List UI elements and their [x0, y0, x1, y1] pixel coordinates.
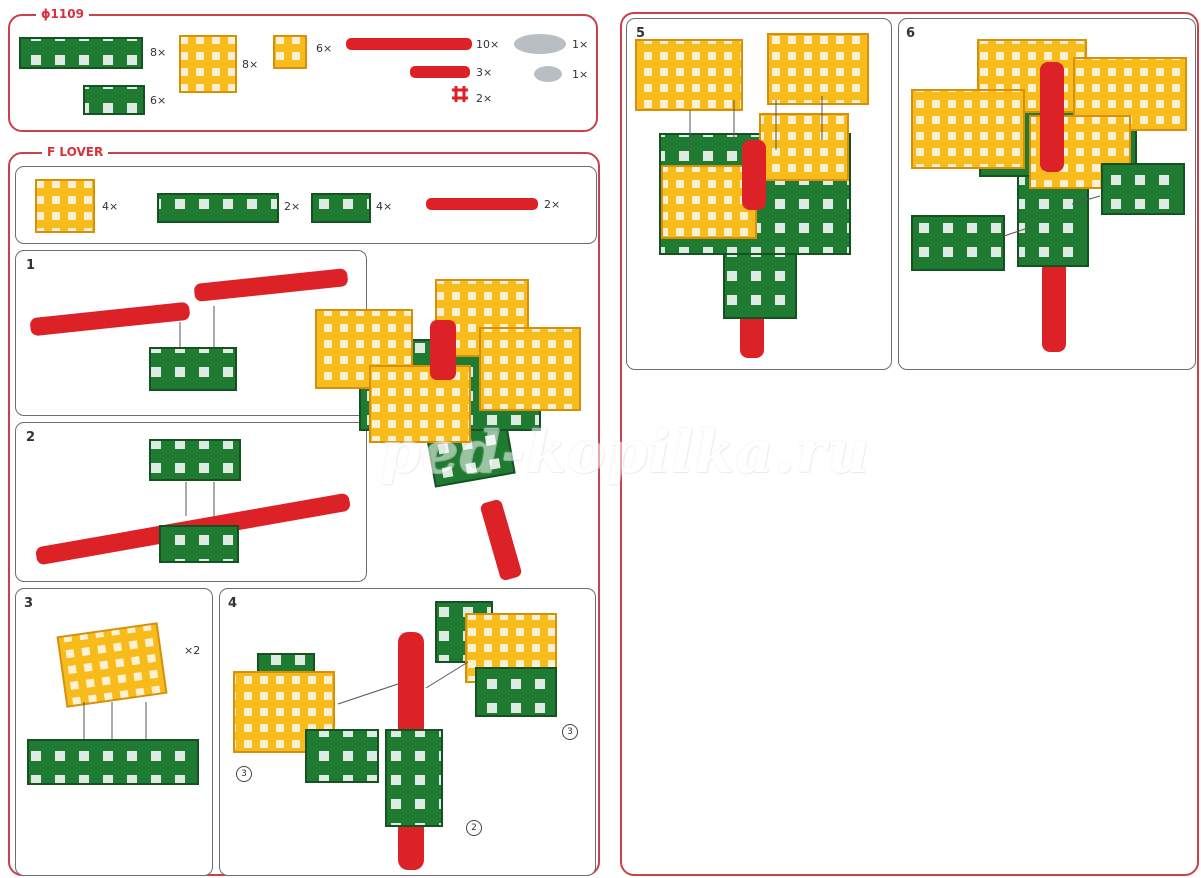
flower-parts-yellow-2x2 [36, 180, 94, 232]
step-4-callout-right: 3 [562, 724, 578, 740]
step-6-number: 6 [906, 26, 915, 41]
qty-red-medium-rod: 3× [476, 66, 492, 79]
parts-green-5x1 [20, 38, 142, 68]
step-2-number: 2 [26, 430, 35, 445]
qty-red-connector: 2× [476, 92, 492, 105]
qty-yellow-1x1: 6× [316, 42, 332, 55]
step-4-illustration [234, 602, 556, 870]
step-5-number: 5 [636, 26, 645, 41]
flower-qty-green-5x1: 2× [284, 200, 300, 213]
step-4-callout-middle: 2 [466, 820, 482, 836]
flower-qty-green-3x1: 4× [376, 200, 392, 213]
step-1-illustration [29, 268, 348, 390]
parts-red-connector [452, 86, 468, 102]
step-4-number: 4 [228, 596, 237, 611]
parts-gray-large-piece [514, 34, 566, 54]
parts-red-medium-rod [410, 66, 470, 78]
step-1-number: 1 [26, 258, 35, 273]
flower-parts-green-3x1 [312, 194, 370, 222]
step-4-callout-left: 3 [236, 766, 252, 782]
parts-yellow-1x1 [274, 36, 306, 68]
step-3-multiplier: ×2 [184, 644, 200, 657]
step-2-illustration [35, 440, 351, 565]
qty-gray-large: 1× [572, 38, 588, 51]
step-3-number: 3 [24, 596, 33, 611]
step-6-illustration [912, 40, 1186, 352]
step-5-illustration [636, 34, 868, 358]
flower-qty-red-rod: 2× [544, 198, 560, 211]
flower-parts-green-5x1 [158, 194, 278, 222]
parts-gray-small-piece [534, 66, 562, 82]
flower-qty-yellow-2x2: 4× [102, 200, 118, 213]
qty-green-5x1: 8× [150, 46, 166, 59]
qty-yellow-2x2: 8× [242, 58, 258, 71]
parts-green-3x1 [84, 86, 144, 114]
watermark: ped-kopilka.ru [380, 418, 870, 486]
qty-gray-small: 1× [572, 68, 588, 81]
flower-parts-red-rod [426, 198, 538, 210]
parts-red-long-rod [346, 38, 472, 50]
qty-green-3x1: 6× [150, 94, 166, 107]
qty-red-long-rod: 10× [476, 38, 499, 51]
parts-yellow-2x2 [180, 36, 236, 92]
step-3-illustration [28, 623, 198, 784]
